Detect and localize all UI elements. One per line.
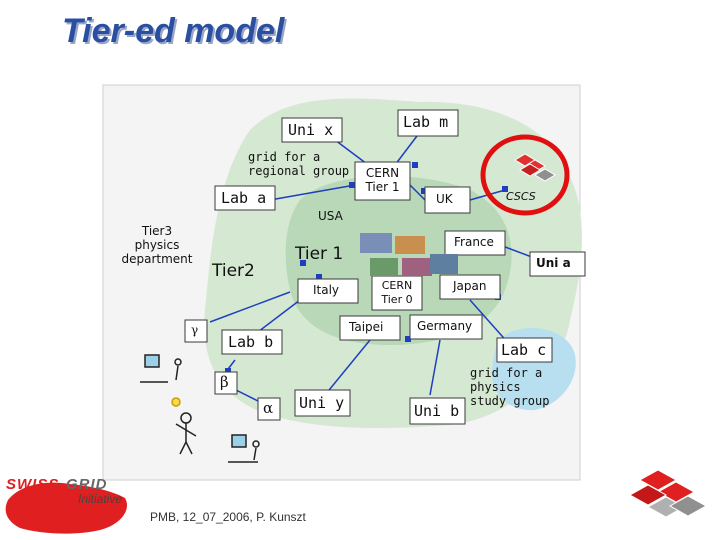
node-uni-y: Uni y bbox=[299, 394, 345, 412]
marker bbox=[225, 368, 231, 374]
box-alpha bbox=[257, 397, 281, 421]
physicist-figures bbox=[140, 354, 260, 463]
box-uk bbox=[424, 186, 471, 214]
marker bbox=[421, 188, 427, 194]
edge-taipei-uni-y bbox=[324, 339, 371, 396]
marker bbox=[405, 336, 411, 342]
site-images bbox=[360, 233, 458, 276]
node-uk: UK bbox=[436, 192, 453, 206]
node-uni-b: Uni b bbox=[414, 402, 460, 420]
node-cern-tier0: CERN Tier 0 bbox=[381, 279, 413, 306]
box-gamma bbox=[184, 319, 208, 343]
node-alpha: α bbox=[263, 399, 274, 417]
box-italy bbox=[297, 278, 359, 304]
box-lab-b bbox=[221, 329, 283, 355]
site-image bbox=[395, 236, 425, 254]
slide-title: Tier-ed model bbox=[62, 12, 285, 50]
logo-word-initiative: Initiative bbox=[78, 492, 123, 506]
swiss-grid-cubes-logo bbox=[628, 469, 708, 518]
cscs-cubes-icon bbox=[514, 153, 556, 182]
node-uni-x: Uni x bbox=[288, 121, 334, 139]
edge-lab-a-cern-t1 bbox=[269, 184, 356, 201]
label-grid-regional: grid for a regional group bbox=[248, 150, 350, 178]
person-at-computer-icon bbox=[228, 434, 260, 463]
edge-cern-t1-uk bbox=[409, 184, 426, 201]
marker bbox=[412, 162, 418, 168]
site-image bbox=[430, 254, 458, 274]
box-uni-x bbox=[281, 117, 343, 143]
box-beta bbox=[214, 371, 238, 395]
site-image bbox=[402, 258, 432, 276]
node-lab-c: Lab c bbox=[501, 341, 547, 359]
edge-germany-uni-b bbox=[429, 339, 441, 396]
marker bbox=[300, 260, 306, 266]
thinking-person-icon bbox=[171, 397, 197, 455]
slide-footer: PMB, 12_07_2006, P. Kunszt bbox=[150, 510, 306, 524]
node-cscs: CSCS bbox=[506, 190, 536, 203]
node-france: France bbox=[454, 235, 494, 249]
node-lab-m: Lab m bbox=[403, 113, 449, 131]
cscs-highlight-circle bbox=[480, 134, 570, 216]
label-tier3: Tier3 physics department bbox=[121, 224, 193, 266]
node-lab-a: Lab a bbox=[221, 189, 267, 207]
site-image bbox=[370, 258, 398, 276]
box-lab-a bbox=[214, 185, 276, 211]
edge-lab-m-cern-t1 bbox=[394, 131, 421, 166]
box-germany bbox=[409, 314, 483, 340]
node-usa: USA bbox=[318, 209, 343, 223]
box-uni-y bbox=[294, 389, 351, 417]
box-lab-m bbox=[397, 109, 459, 137]
box-cern-t0 bbox=[371, 275, 423, 311]
marker bbox=[316, 274, 322, 280]
node-germany: Germany bbox=[417, 319, 473, 333]
edge-italy-gamma bbox=[209, 291, 291, 323]
node-taipei: Taipei bbox=[349, 320, 384, 334]
logo-word-swiss: SWISS bbox=[6, 476, 60, 493]
node-gamma: γ bbox=[191, 323, 199, 337]
person-at-computer-icon bbox=[140, 354, 182, 383]
node-lab-b: Lab b bbox=[228, 333, 274, 351]
box-japan bbox=[439, 274, 501, 300]
label-grid-physics: grid for a physics study group bbox=[470, 366, 550, 408]
logo-word-grid: GRID bbox=[66, 476, 108, 493]
node-cern-tier1: CERN Tier 1 bbox=[365, 166, 400, 194]
box-france bbox=[444, 230, 506, 256]
node-italy: Italy bbox=[313, 283, 340, 297]
marker bbox=[349, 182, 355, 188]
node-uni-a: Uni a bbox=[536, 256, 571, 270]
box-uni-a bbox=[529, 251, 586, 277]
site-image bbox=[360, 233, 392, 253]
marker bbox=[502, 186, 508, 192]
swiss-map-logo bbox=[5, 482, 128, 534]
node-beta: β bbox=[220, 373, 229, 391]
box-cern-t1 bbox=[354, 161, 411, 201]
box-uni-b bbox=[409, 397, 466, 425]
box-lab-c bbox=[496, 337, 553, 363]
label-tier1: Tier 1 bbox=[295, 244, 344, 264]
label-tier2: Tier2 bbox=[212, 261, 255, 281]
box-taipei bbox=[339, 315, 401, 341]
node-japan: Japan bbox=[453, 279, 487, 293]
